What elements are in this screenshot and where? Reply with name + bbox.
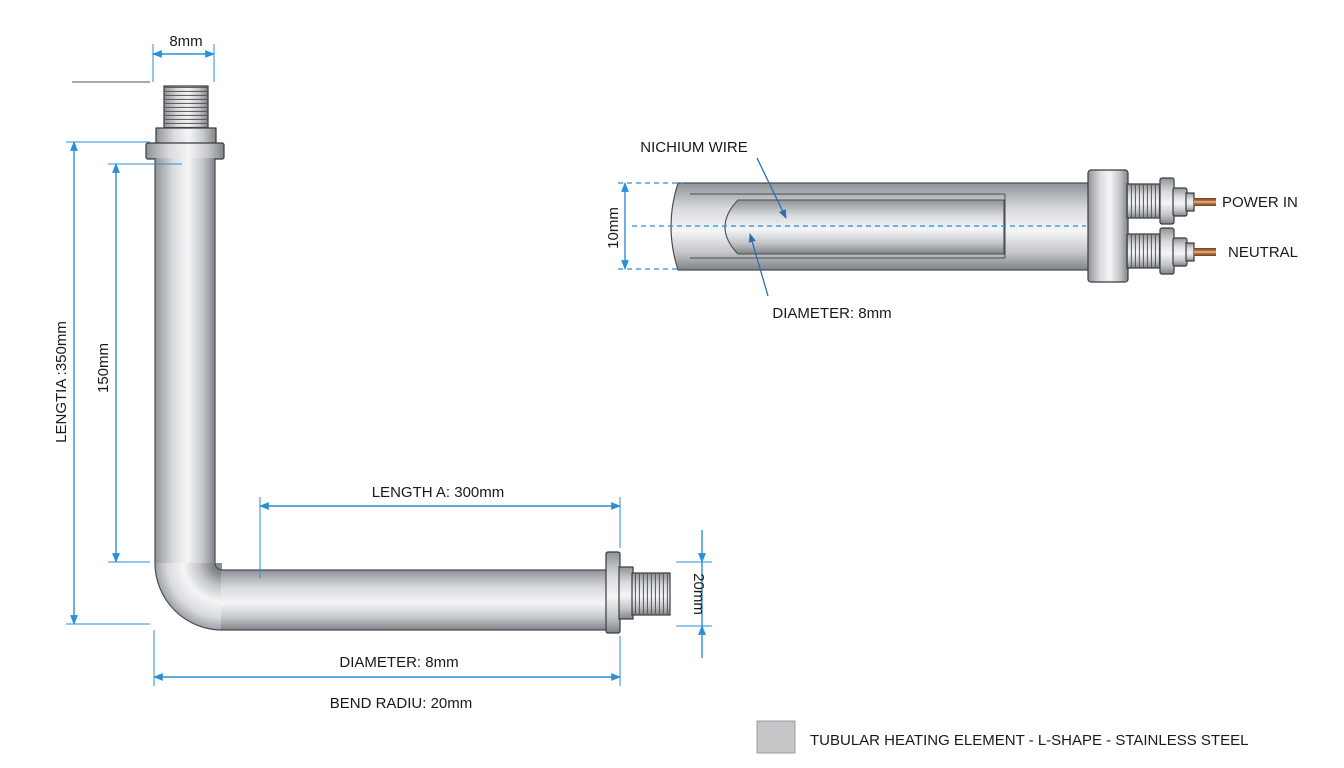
label-section-height: 10mm xyxy=(605,207,622,249)
cross-section-dimensions: 10mm NICHIUM WIRE DIAMETER: 8mm POWER IN… xyxy=(605,139,1298,322)
legend-text: TUBULAR HEATING ELEMENT - L-SHAPE - STAI… xyxy=(810,732,1248,749)
label-end-height: 20mm xyxy=(690,573,707,615)
vertical-tube xyxy=(155,158,215,564)
label-bend-radius: BEND RADIU: 20mm xyxy=(330,695,473,712)
top-flange xyxy=(145,142,225,160)
l-shaped-element xyxy=(72,81,671,634)
label-neutral: NEUTRAL xyxy=(1228,244,1298,261)
right-flange xyxy=(605,551,621,634)
cross-section-view xyxy=(632,169,1216,283)
power-in-terminal xyxy=(1126,177,1216,225)
label-top-thread-width: 8mm xyxy=(169,33,202,50)
l-shape-dimensions: 8mm LENGTIA :350mm 150mm LENGTH A: 300mm… xyxy=(53,33,712,712)
bend-section xyxy=(155,563,222,630)
leader-section-diameter xyxy=(748,233,769,297)
label-power-in: POWER IN xyxy=(1222,194,1298,211)
leader-nichium-wire xyxy=(756,157,787,219)
label-diameter-bottom: DIAMETER: 8mm xyxy=(339,654,458,671)
neutral-terminal xyxy=(1126,227,1216,275)
right-threaded-terminal xyxy=(605,551,671,634)
legend: TUBULAR HEATING ELEMENT - L-SHAPE - STAI… xyxy=(756,720,1248,754)
label-horizontal-length: LENGTH A: 300mm xyxy=(372,484,505,501)
inner-wire xyxy=(724,199,1005,255)
legend-swatch xyxy=(756,720,796,754)
label-section-diameter: DIAMETER: 8mm xyxy=(772,305,891,322)
label-vertical-length: 150mm xyxy=(95,343,112,393)
section-end-flange xyxy=(1087,169,1129,283)
label-total-length: LENGTIA :350mm xyxy=(53,321,70,443)
horizontal-tube xyxy=(221,570,608,630)
top-threaded-terminal xyxy=(145,85,225,160)
label-nichium-wire: NICHIUM WIRE xyxy=(640,139,748,156)
